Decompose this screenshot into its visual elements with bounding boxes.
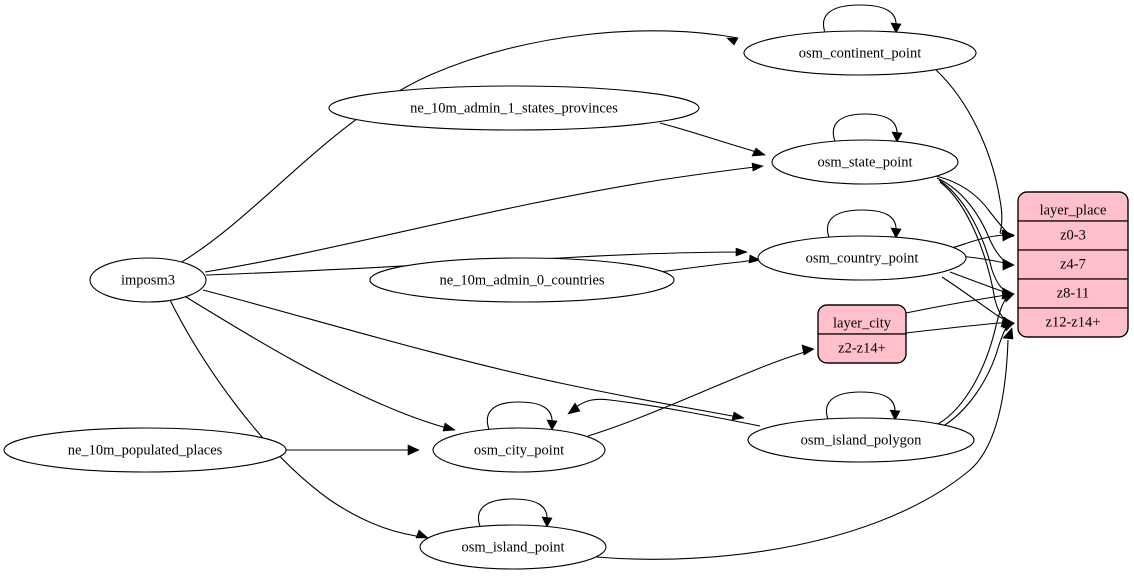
edge-imposm3-to-osm-island-point (169, 299, 429, 539)
edge-imposm3-to-osm-city-point (185, 296, 456, 432)
node-osm-continent-point[interactable]: osm_continent_point (743, 30, 977, 76)
edge-imposm3-to-osm-state-point (204, 162, 764, 273)
edge-self-loop-osm-country-point (826, 209, 902, 241)
edge-osm-island-polygon-to-layer-place-z8-11 (937, 291, 1015, 425)
edge-osm-city-point-to-layer-city-z2-z14 (587, 344, 815, 437)
edge-self-loop-osm-state-point (832, 113, 903, 145)
edge-imposm3-to-osm-continent-point (179, 30, 739, 264)
edge-self-loop-osm-island-point (477, 498, 553, 530)
layer-city-row-z2-z14[interactable] (817, 333, 907, 364)
layer-place-outline (1017, 191, 1129, 338)
edge-ne-populated-to-osm-city-point (286, 444, 420, 456)
record-node-layer-place[interactable]: layer_place z0-3 z4-7 z8-11 z12-z14+ (1017, 191, 1129, 338)
layer-place-row-z4-7[interactable] (1017, 249, 1129, 280)
record-node-layer-city[interactable]: layer_city z2-z14+ (817, 304, 907, 364)
node-ne-10m-admin-0-countries[interactable]: ne_10m_admin_0_countries (369, 257, 675, 303)
node-osm-country-point[interactable]: osm_country_point (757, 235, 967, 281)
edge-self-loop-osm-island-polygon (825, 391, 901, 423)
edge-layer (169, 4, 1015, 560)
layer-place-header-cell (1017, 191, 1129, 222)
node-osm-island-point[interactable]: osm_island_point (419, 524, 607, 570)
node-imposm3[interactable]: imposm3 (89, 257, 207, 303)
node-layer: imposm3 ne_10m_admin_1_states_provinces … (3, 30, 977, 570)
layer-city-outline (817, 304, 907, 364)
layer-place-row-z0-3[interactable] (1017, 220, 1129, 251)
edge-osm-island-polygon-to-layer-place-z12-z14 (939, 320, 1015, 429)
edge-self-loop-osm-continent-point (822, 4, 902, 36)
edge-ne-countries-to-osm-country-point (659, 254, 761, 273)
layer-city-header-cell (817, 304, 907, 335)
layer-place-row-z8-11[interactable] (1017, 278, 1129, 309)
layer-place-row-z12-z14[interactable] (1017, 307, 1129, 338)
edge-imposm3-to-osm-island-polygon (202, 289, 745, 421)
edge-osm-country-point-to-layer-place-z0-3 (951, 230, 1015, 249)
edge-osm-country-point-to-layer-place-z4-7 (957, 255, 1015, 271)
edge-osm-island-point-to-layer-place-z12-z14 (595, 327, 1014, 560)
node-ne-10m-admin-1-states-provinces[interactable]: ne_10m_admin_1_states_provinces (328, 85, 700, 131)
node-osm-island-polygon[interactable]: osm_island_polygon (747, 417, 975, 463)
node-osm-state-point[interactable]: osm_state_point (771, 139, 959, 185)
node-ne-10m-populated-places[interactable]: ne_10m_populated_places (3, 427, 287, 473)
edge-osm-island-polygon-to-osm-city-point (567, 398, 761, 427)
node-osm-city-point[interactable]: osm_city_point (432, 427, 606, 473)
edge-ne-states-to-osm-state-point (659, 122, 766, 157)
edge-self-loop-osm-city-point (486, 401, 558, 433)
